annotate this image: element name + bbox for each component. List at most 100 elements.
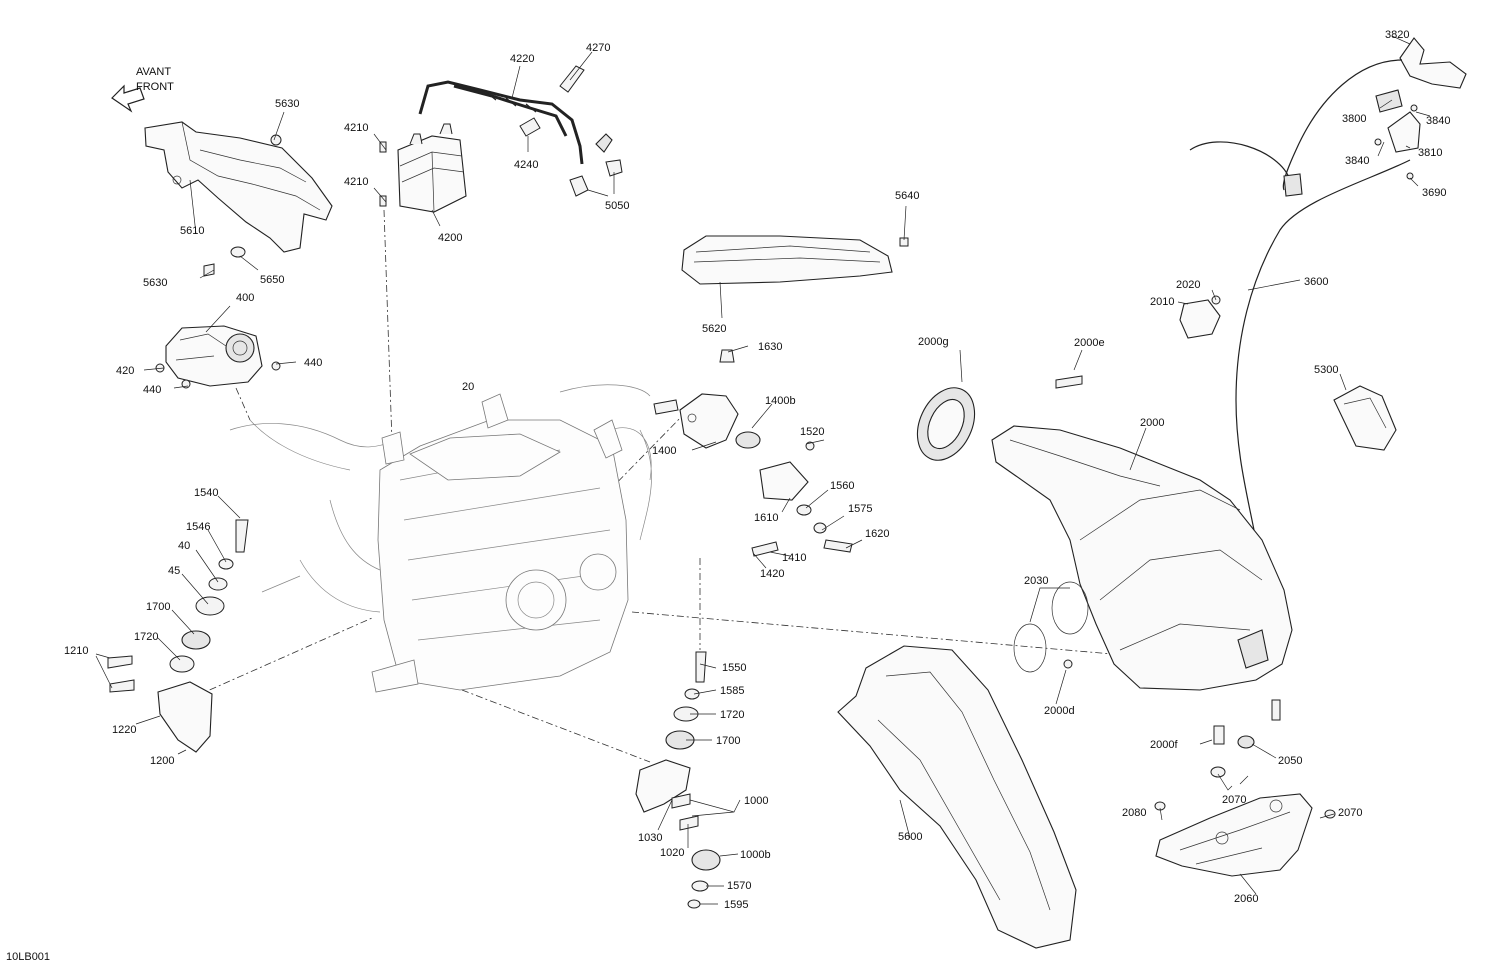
callout-4220: 4220 — [510, 53, 534, 65]
mount-1400-bracket — [679, 393, 739, 449]
connector-5050-icon — [569, 175, 589, 197]
engine-module-right — [593, 419, 623, 459]
callout-1030: 1030 — [638, 832, 662, 844]
module-body — [397, 135, 467, 213]
callout-5300: 5300 — [1314, 364, 1338, 376]
module-connectors — [409, 123, 453, 145]
bolt-1540-icon — [235, 519, 249, 553]
callout-3840-top: 3840 — [1426, 115, 1450, 127]
connector-5050-b-icon — [605, 159, 623, 177]
dash-line-support-right — [599, 411, 687, 501]
engine-assembly — [229, 384, 652, 693]
airbox-outlet-icon — [1237, 629, 1269, 669]
callout-2050: 2050 — [1278, 755, 1302, 767]
actuator-400 — [155, 325, 281, 389]
callout-2000e: 2000e — [1074, 337, 1105, 349]
callout-5640: 5640 — [895, 190, 919, 202]
callout-2070-right: 2070 — [1338, 807, 1362, 819]
ignition-wires-4220 — [418, 65, 623, 197]
callout-1540: 1540 — [194, 487, 218, 499]
dash-line-airbox — [631, 611, 1113, 655]
cable-loop-wire — [1189, 141, 1291, 181]
bolt-5630-top-icon — [270, 134, 282, 146]
callout-2000g: 2000g — [918, 336, 949, 348]
engine-harness — [229, 423, 399, 448]
callout-2000d: 2000d — [1044, 705, 1075, 717]
nut-1630-icon — [719, 349, 735, 363]
callout-5610: 5610 — [180, 225, 204, 237]
bolt-1550-icon — [695, 651, 707, 683]
stud-2000f-icon — [1213, 725, 1225, 745]
duct-5600-rib — [877, 719, 1001, 901]
engine-mount-1400 — [653, 349, 853, 557]
cable-sensor-wire — [1282, 59, 1403, 191]
engine-mount-left-stack — [107, 519, 249, 753]
callout-4270: 4270 — [586, 42, 610, 54]
callout-2020: 2020 — [1176, 279, 1200, 291]
callout-3690: 3690 — [1422, 187, 1446, 199]
callout-1630: 1630 — [758, 341, 782, 353]
callout-3840-bottom: 3840 — [1345, 155, 1369, 167]
direction-label-french: AVANT — [136, 66, 171, 78]
stud-upper-icon — [1271, 699, 1281, 721]
callout-1585: 1585 — [720, 685, 744, 697]
sensor-connector-icon — [1283, 173, 1303, 197]
plate-1720-left-icon — [169, 655, 195, 673]
assembly-dash-lines — [195, 209, 1113, 763]
spark-boot-icon — [595, 133, 613, 153]
callout-420: 420 — [116, 365, 134, 377]
callout-5620: 5620 — [702, 323, 726, 335]
seal-2000g-inner — [927, 398, 965, 450]
callout-1220: 1220 — [112, 724, 136, 736]
callout-1200: 1200 — [150, 755, 174, 767]
lever-3820-icon — [1399, 37, 1467, 89]
screw-440-right-icon — [271, 361, 281, 371]
bolt-1210-top-icon — [107, 655, 133, 669]
engine-sensor — [579, 553, 617, 591]
strip-2000e-icon — [1055, 375, 1083, 389]
callout-2070-middle: 2070 — [1222, 794, 1246, 806]
dash-line-module — [383, 209, 393, 443]
airbox-2000 — [916, 375, 1293, 691]
callout-2000f: 2000f — [1150, 739, 1178, 751]
rubber-mount-1000b-icon — [691, 849, 721, 871]
callout-2080: 2080 — [1122, 807, 1146, 819]
callout-440-left: 440 — [143, 384, 161, 396]
bracket-3810-icon — [1387, 111, 1421, 153]
ignition-wire-b — [453, 84, 568, 137]
duct-5600-body — [837, 645, 1077, 949]
bolt-mount-1400-icon — [653, 399, 679, 415]
bolt-5630-bottom-icon — [203, 263, 215, 277]
callout-5650: 5650 — [260, 274, 284, 286]
airbox-bracket-2060 — [1154, 699, 1336, 877]
callout-1560: 1560 — [830, 480, 854, 492]
callout-3810: 3810 — [1418, 147, 1442, 159]
washer-1570-icon — [691, 880, 709, 892]
callout-1570: 1570 — [727, 880, 751, 892]
spacer-45-icon — [195, 596, 225, 616]
heat-shield-rib — [199, 149, 307, 183]
callout-5630-top: 5630 — [275, 98, 299, 110]
callout-1575: 1575 — [848, 503, 872, 515]
bracket-1200-icon — [157, 681, 213, 753]
intake-duct-5600 — [837, 645, 1077, 949]
electronic-module-4200 — [379, 123, 467, 213]
direction-label-english: FRONT — [136, 81, 174, 93]
screw-3840-bottom-icon — [1374, 138, 1382, 146]
engine-wiring-left — [249, 419, 381, 613]
washer-1546-icon — [218, 558, 234, 570]
airbox-contours — [1079, 489, 1263, 651]
heat-shield-hole — [172, 175, 182, 185]
callout-leaders — [95, 35, 1431, 905]
actuator-motor-core — [232, 340, 248, 356]
bracket-2060-body — [1155, 793, 1313, 877]
callout-2060: 2060 — [1234, 893, 1258, 905]
actuator-detail — [175, 333, 227, 361]
callout-1020: 1020 — [660, 847, 684, 859]
bolt-1210-bottom-icon — [109, 679, 135, 693]
callout-4200: 4200 — [438, 232, 462, 244]
front-direction-arrow: AVANT FRONT — [111, 66, 174, 113]
nut-1520-icon — [805, 441, 815, 451]
engine-drive-pulley — [505, 569, 567, 631]
